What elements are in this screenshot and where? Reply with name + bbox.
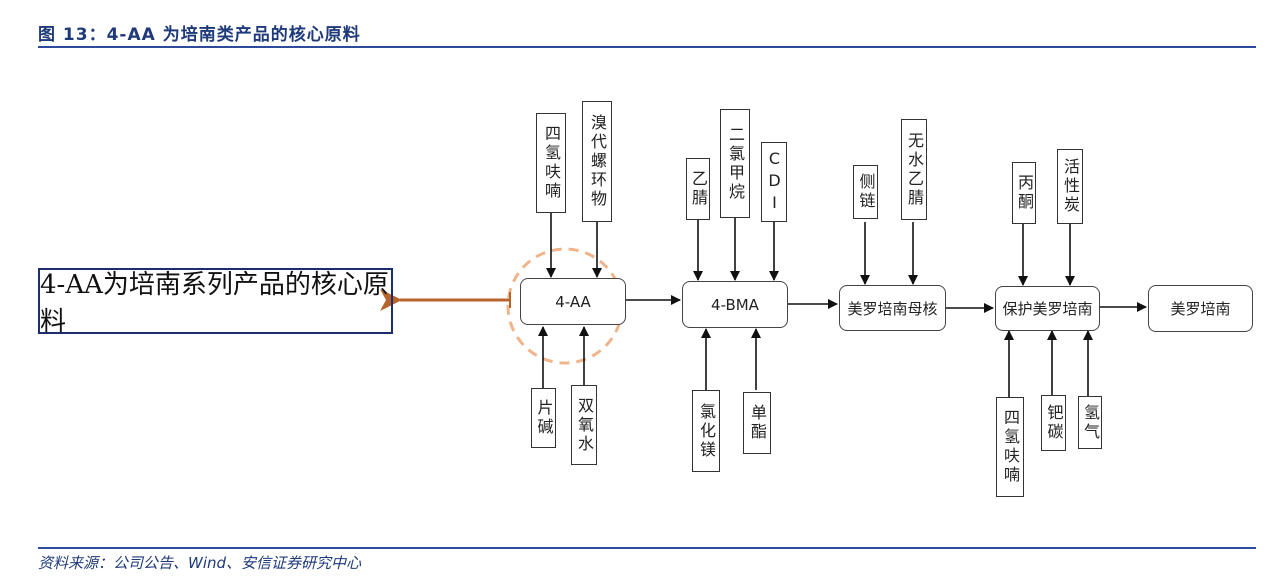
- input-box: 乙腈: [686, 158, 710, 220]
- input-box: 丙酮: [1012, 162, 1036, 224]
- key-raw-material-callout: 4-AA为培南系列产品的核心原料: [38, 268, 393, 337]
- input-box: 双氧水: [571, 385, 597, 465]
- node-meropenem-core: 美罗培南母核: [839, 285, 946, 331]
- input-box: CDI: [761, 142, 787, 222]
- input-box: 四氢呋喃: [996, 397, 1024, 497]
- input-box: 侧链: [853, 165, 878, 219]
- node-meropenem: 美罗培南: [1148, 285, 1253, 332]
- source-note: 资料来源：公司公告、Wind、安信证券研究中心: [38, 554, 362, 572]
- input-box: 钯碳: [1041, 395, 1066, 451]
- input-box: 四氢呋喃: [536, 113, 566, 213]
- title-divider: [38, 46, 1256, 48]
- node-4bma: 4-BMA: [682, 281, 788, 328]
- node-4aa: 4-AA: [520, 278, 626, 325]
- input-box: 片碱: [531, 388, 556, 448]
- input-box: 氢气: [1078, 396, 1102, 449]
- node-protected-meropenem: 保护美罗培南: [995, 286, 1100, 331]
- input-box: 氯化镁: [692, 390, 720, 472]
- figure-title: 图 13：4-AA 为培南类产品的核心原料: [38, 25, 361, 45]
- input-box: 单酯: [743, 392, 771, 454]
- input-box: 无水乙腈: [901, 119, 927, 220]
- input-box: 二氯甲烷: [720, 109, 750, 218]
- input-box: 活性炭: [1057, 149, 1083, 224]
- input-box: 溴代螺环物: [582, 101, 612, 222]
- footer-divider: [38, 547, 1256, 549]
